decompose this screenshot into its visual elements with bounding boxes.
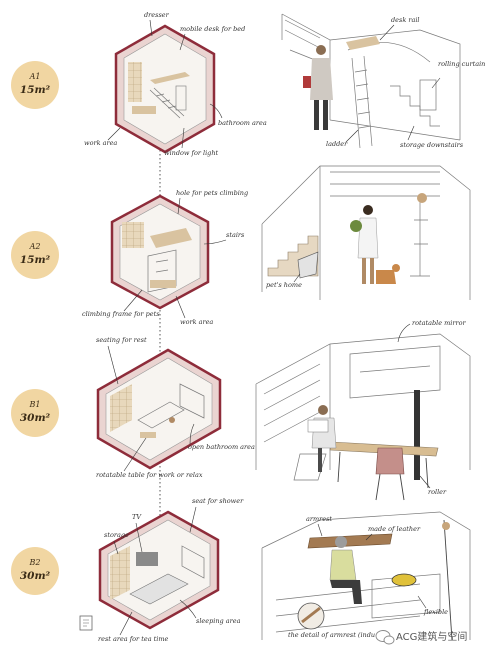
badge-area-a2: 15m² — [20, 254, 51, 266]
sketch-b1-scene — [255, 333, 471, 501]
annotation-tv: TV — [132, 513, 142, 553]
badge-code-b1: B1 — [29, 400, 41, 409]
annotation-open-bathroom: open bathroom area — [188, 423, 255, 451]
annotation-made-of-leather: made of leather — [365, 525, 421, 541]
section-b2: B2 30m² — [11, 497, 471, 643]
annotation-rest-area-tea-time: rest area for tea time — [98, 611, 168, 643]
annotation-storage: storage — [104, 531, 129, 555]
module-a2-isometric — [110, 194, 210, 310]
annotation-flexible: flexible — [417, 595, 448, 616]
annotation-armrest-detail: the detail of armrest (indu — [288, 631, 375, 639]
sketch-a1-scene — [281, 13, 461, 149]
svg-text:TV: TV — [132, 513, 142, 521]
module-b2-isometric — [98, 510, 220, 630]
annotation-ladder: ladder — [326, 129, 359, 148]
svg-text:window for light: window for light — [164, 149, 219, 157]
annotation-work-area-a2: work area — [175, 295, 213, 326]
annotation-climbing-frame: climbing frame for pets — [82, 289, 160, 318]
svg-text:bathroom area: bathroom area — [218, 119, 267, 127]
svg-text:rest area for tea time: rest area for tea time — [98, 635, 168, 643]
badge-b2: B2 30m² — [11, 547, 59, 595]
svg-text:sleeping area: sleeping area — [196, 617, 241, 625]
annotation-armrest: armrest — [306, 515, 332, 537]
svg-text:the detail of armrest (indu: the detail of armrest (indu — [288, 631, 375, 639]
badge-b1: B1 30m² — [11, 389, 59, 437]
person-with-pet-illustration — [350, 205, 400, 284]
annotation-hole-for-pets: hole for pets climbing — [176, 189, 248, 215]
svg-text:flexible: flexible — [423, 608, 448, 616]
sketch-a2-scene — [261, 165, 471, 300]
svg-text:seat for shower: seat for shower — [192, 497, 244, 505]
seated-elder-illustration — [329, 536, 362, 604]
svg-text:hole for pets climbing: hole for pets climbing — [176, 189, 248, 197]
badge-a2: A2 15m² — [11, 231, 59, 279]
svg-text:storage downstairs: storage downstairs — [400, 141, 464, 149]
annotation-stairs: stairs — [203, 231, 245, 245]
svg-text:desk rail: desk rail — [391, 16, 420, 24]
armrest-detail-inset — [297, 602, 325, 630]
annotation-sleeping-area: sleeping area — [179, 599, 241, 625]
svg-text:pet's home: pet's home — [266, 281, 302, 289]
watermark: ACG建筑与空间 — [375, 630, 467, 645]
person-illustration — [303, 45, 333, 130]
section-a2: A2 15m² — [11, 165, 471, 326]
svg-text:storage: storage — [104, 531, 129, 539]
svg-text:mobile desk for bed: mobile desk for bed — [180, 25, 245, 33]
module-a1-isometric — [114, 24, 216, 154]
annotation-pets-home: pet's home — [266, 273, 302, 289]
annotation-bathroom-area: bathroom area — [209, 103, 267, 127]
svg-text:ladder: ladder — [326, 140, 348, 148]
badge-code-a2: A2 — [29, 242, 41, 251]
sketch-b2-scene — [261, 511, 471, 641]
annotation-storage-downstairs: storage downstairs — [400, 125, 464, 149]
svg-text:work area: work area — [180, 318, 213, 326]
svg-text:rotatable table for work or re: rotatable table for work or relax — [96, 471, 203, 479]
badge-code-a1: A1 — [29, 72, 41, 81]
annotation-rolling-curtain: rolling curtain — [431, 60, 485, 89]
annotation-desk-rail: desk rail — [379, 16, 420, 41]
svg-text:rolling curtain: rolling curtain — [438, 60, 485, 68]
svg-text:stairs: stairs — [226, 231, 245, 239]
svg-text:work area: work area — [84, 139, 117, 147]
badge-a1: A1 15m² — [11, 61, 59, 109]
badge-code-b2: B2 — [29, 558, 41, 567]
annotation-rotatable-table: rotatable table for work or relax — [96, 437, 203, 479]
svg-text:open bathroom area: open bathroom area — [188, 443, 255, 451]
svg-text:roller: roller — [428, 488, 447, 496]
svg-text:rotatable mirror: rotatable mirror — [412, 319, 467, 327]
badge-area-a1: 15m² — [20, 84, 51, 96]
watermark-text: ACG建筑与空间 — [396, 630, 467, 643]
badge-area-b1: 30m² — [20, 412, 51, 424]
reading-person-illustration — [307, 405, 337, 472]
watermark-chat-icon — [375, 630, 395, 645]
annotation-work-area-a1: work area — [84, 127, 121, 147]
module-b1-isometric — [96, 348, 222, 470]
annotation-rotatable-mirror: rotatable mirror — [397, 319, 467, 343]
section-a1: A1 15m² — [11, 11, 485, 157]
document-icon — [79, 615, 93, 631]
annotation-mobile-desk: mobile desk for bed — [179, 25, 245, 51]
annotation-roller: roller — [419, 475, 447, 496]
annotation-seating-for-rest: seating for rest — [96, 336, 147, 385]
svg-text:seating for rest: seating for rest — [96, 336, 147, 344]
badge-area-b2: 30m² — [20, 570, 51, 582]
svg-text:climbing frame for pets: climbing frame for pets — [82, 310, 160, 318]
annotation-seat-for-shower: seat for shower — [189, 497, 244, 533]
svg-text:dresser: dresser — [144, 11, 170, 19]
section-b1: B1 30m² — [11, 319, 471, 501]
svg-text:armrest: armrest — [306, 515, 332, 523]
annotation-dresser: dresser — [144, 11, 170, 37]
annotation-window-for-light: window for light — [164, 127, 219, 157]
svg-text:made of leather: made of leather — [368, 525, 421, 533]
